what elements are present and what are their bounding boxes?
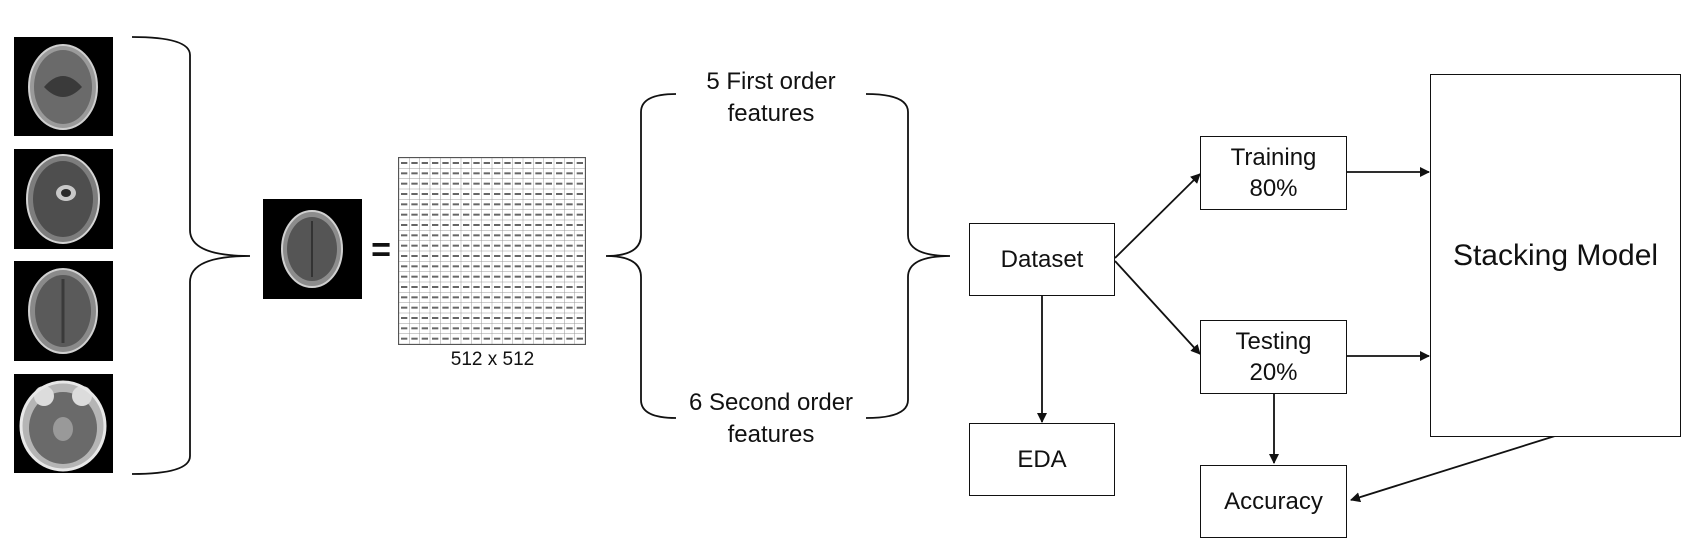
mri-scan-combined: [263, 199, 362, 299]
arrow-dataset-testing: [1114, 260, 1201, 355]
dataset-label: Dataset: [1000, 245, 1084, 273]
first-order-line-2: features: [727, 100, 815, 128]
eda-box: EDA: [969, 423, 1115, 496]
mri-scan-2: [14, 149, 113, 249]
mri-scan-4: [14, 374, 113, 473]
dataset-box: Dataset: [969, 223, 1115, 296]
second-order-features-label: 6 Second order features: [660, 387, 882, 452]
training-percent: 80%: [1249, 175, 1298, 202]
feature-brace-left: [605, 93, 677, 419]
accuracy-box: Accuracy: [1200, 465, 1347, 538]
matrix-size-label: 512 x 512: [450, 349, 535, 370]
second-order-line-2: features: [727, 421, 815, 449]
arrow-stacking-accuracy: [1350, 435, 1556, 503]
testing-box: Testing 20%: [1200, 320, 1347, 394]
second-order-line-1: 6 Second order: [688, 389, 854, 416]
eda-label: EDA: [1017, 445, 1067, 473]
training-box: Training 80%: [1200, 136, 1347, 210]
feature-brace-right: [865, 93, 951, 419]
equals-sign: =: [371, 231, 391, 269]
first-order-features-label: 5 First order features: [660, 66, 882, 131]
accuracy-label: Accuracy: [1224, 487, 1323, 515]
stacking-model-box: Stacking Model: [1430, 74, 1681, 437]
training-label: Training: [1230, 143, 1317, 171]
testing-percent: 20%: [1249, 359, 1298, 386]
first-order-line-1: 5 First order: [706, 68, 836, 95]
mri-scan-1: [14, 37, 113, 136]
arrow-dataset-training: [1114, 173, 1201, 259]
scan-group-brace: [131, 36, 251, 475]
pixel-matrix: [398, 157, 586, 345]
testing-label: Testing: [1235, 327, 1312, 355]
stacking-model-label: Stacking Model: [1452, 239, 1659, 272]
mri-scan-3: [14, 261, 113, 361]
